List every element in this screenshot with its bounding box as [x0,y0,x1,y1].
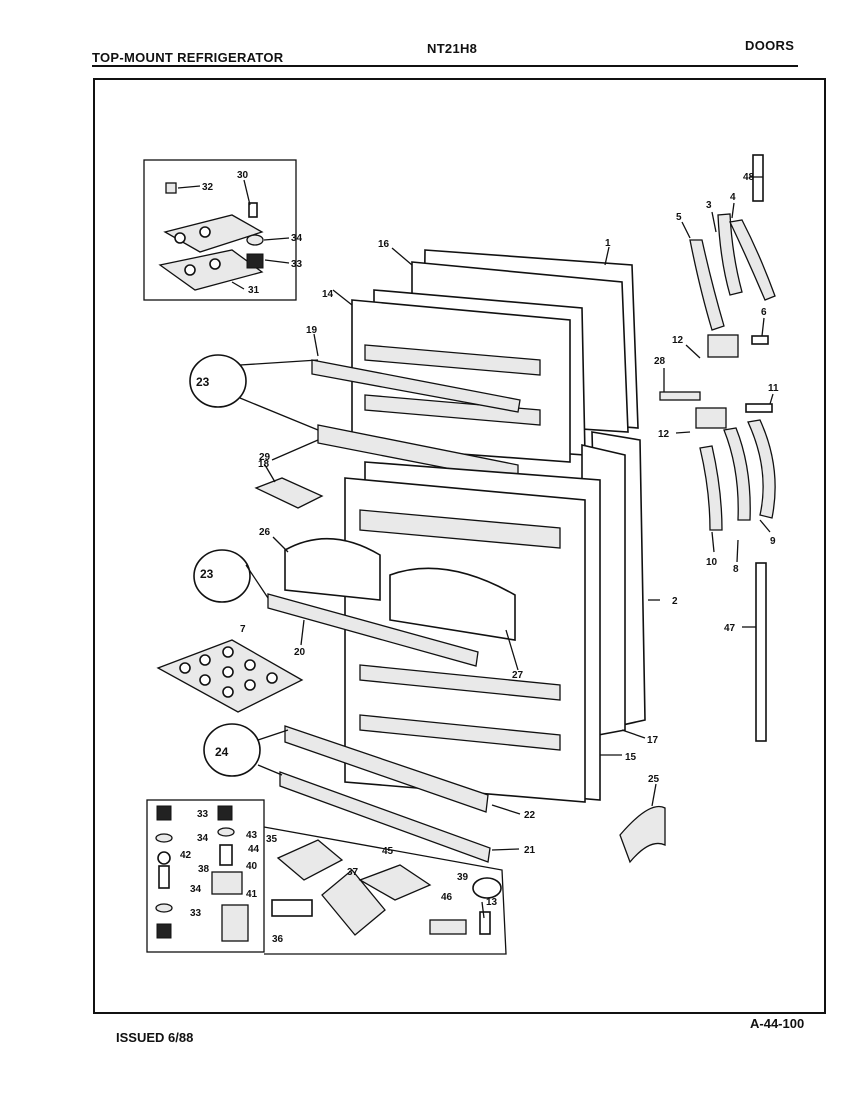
callout-7: 7 [240,624,246,635]
diagram-code: A-44-100 [750,1016,805,1031]
right-side-hardware [659,154,776,742]
callout-47: 47 [724,623,736,634]
egg-tray [156,639,304,713]
callout-33-b: 33 [190,908,202,919]
callout-32: 32 [202,182,214,193]
callout-24: 24 [215,745,229,759]
callout-31: 31 [248,285,260,296]
callout-42: 42 [180,850,192,861]
bottom-bracket-parts [271,839,502,936]
shelf-end-cap-23-upper [189,354,247,408]
door-shelf-bar-lower [279,771,491,863]
callout-20: 20 [294,647,306,658]
issued-date: ISSUED 6/88 [116,1030,194,1045]
callout-1: 1 [605,238,611,249]
callout-27: 27 [512,670,524,681]
shelf-end-cap-23-lower [193,549,251,603]
callout-26: 26 [259,527,271,538]
callout-12-upper: 12 [672,335,684,346]
callout-14: 14 [322,289,334,300]
callout-29: 29 [259,452,271,463]
callout-44: 44 [248,844,260,855]
dairy-compartment-door-left [284,537,381,601]
callout-labels: 1 2 3 4 5 6 7 8 9 10 11 12 12 13 14 15 1… [180,170,779,945]
callout-33-a: 33 [197,809,209,820]
callout-3: 3 [706,200,712,211]
model-number: NT21H8 [427,41,478,56]
door-handle [619,806,666,864]
callout-34-top-inset: 34 [291,233,303,244]
bottom-hinge-parts [155,805,249,942]
leader-lines [177,176,774,919]
callout-46: 46 [441,892,453,903]
callout-43: 43 [246,830,258,841]
callout-5: 5 [676,212,682,223]
callout-22: 22 [524,810,536,821]
section-name: DOORS [745,38,795,53]
callout-28: 28 [654,356,666,367]
callout-10: 10 [706,557,718,568]
callout-35: 35 [266,834,278,845]
door-shelf-bar-middle [284,725,489,813]
callout-34-a: 34 [197,833,209,844]
callout-6: 6 [761,307,767,318]
callout-2: 2 [672,596,678,607]
callout-19: 19 [306,325,318,336]
callout-33-top-inset: 33 [291,259,303,270]
shelf-end-cap-24 [203,723,261,777]
bottom-bracket-group-outline [263,826,507,955]
callout-16: 16 [378,239,390,250]
callout-17: 17 [647,735,659,746]
callout-11: 11 [768,383,779,394]
callout-30: 30 [237,170,249,181]
tray-clip [254,477,324,509]
top-hinge-inset-box [143,159,297,301]
callout-21: 21 [524,845,536,856]
callout-8: 8 [733,564,739,575]
callout-23-lower: 23 [200,567,214,581]
callout-39: 39 [457,872,469,883]
callout-38: 38 [198,864,210,875]
callout-48: 48 [743,172,755,183]
dairy-compartment-door-right [389,567,516,641]
callout-12-lower: 12 [658,429,670,440]
door-shelf-bar-upper [267,593,479,667]
callout-41: 41 [246,889,258,900]
callout-15: 15 [625,752,637,763]
diagram-frame [93,78,826,1014]
callout-13: 13 [486,897,498,908]
callout-18: 18 [258,459,270,470]
callout-34-b: 34 [190,884,202,895]
callout-37: 37 [347,867,359,878]
callout-45: 45 [382,846,394,857]
top-hinge-assembly [158,182,264,291]
header-rule [92,65,798,67]
callout-40: 40 [246,861,258,872]
callout-4: 4 [730,192,736,203]
diagram-title: TOP-MOUNT REFRIGERATOR [92,50,284,65]
freezer-shelf-bar-upper [311,359,521,413]
freezer-door-assembly [351,249,639,463]
callout-23-upper: 23 [196,375,210,389]
callout-36: 36 [272,934,284,945]
callout-9: 9 [770,536,776,547]
callout-25: 25 [648,774,660,785]
bottom-hinge-inset-box [146,799,265,953]
